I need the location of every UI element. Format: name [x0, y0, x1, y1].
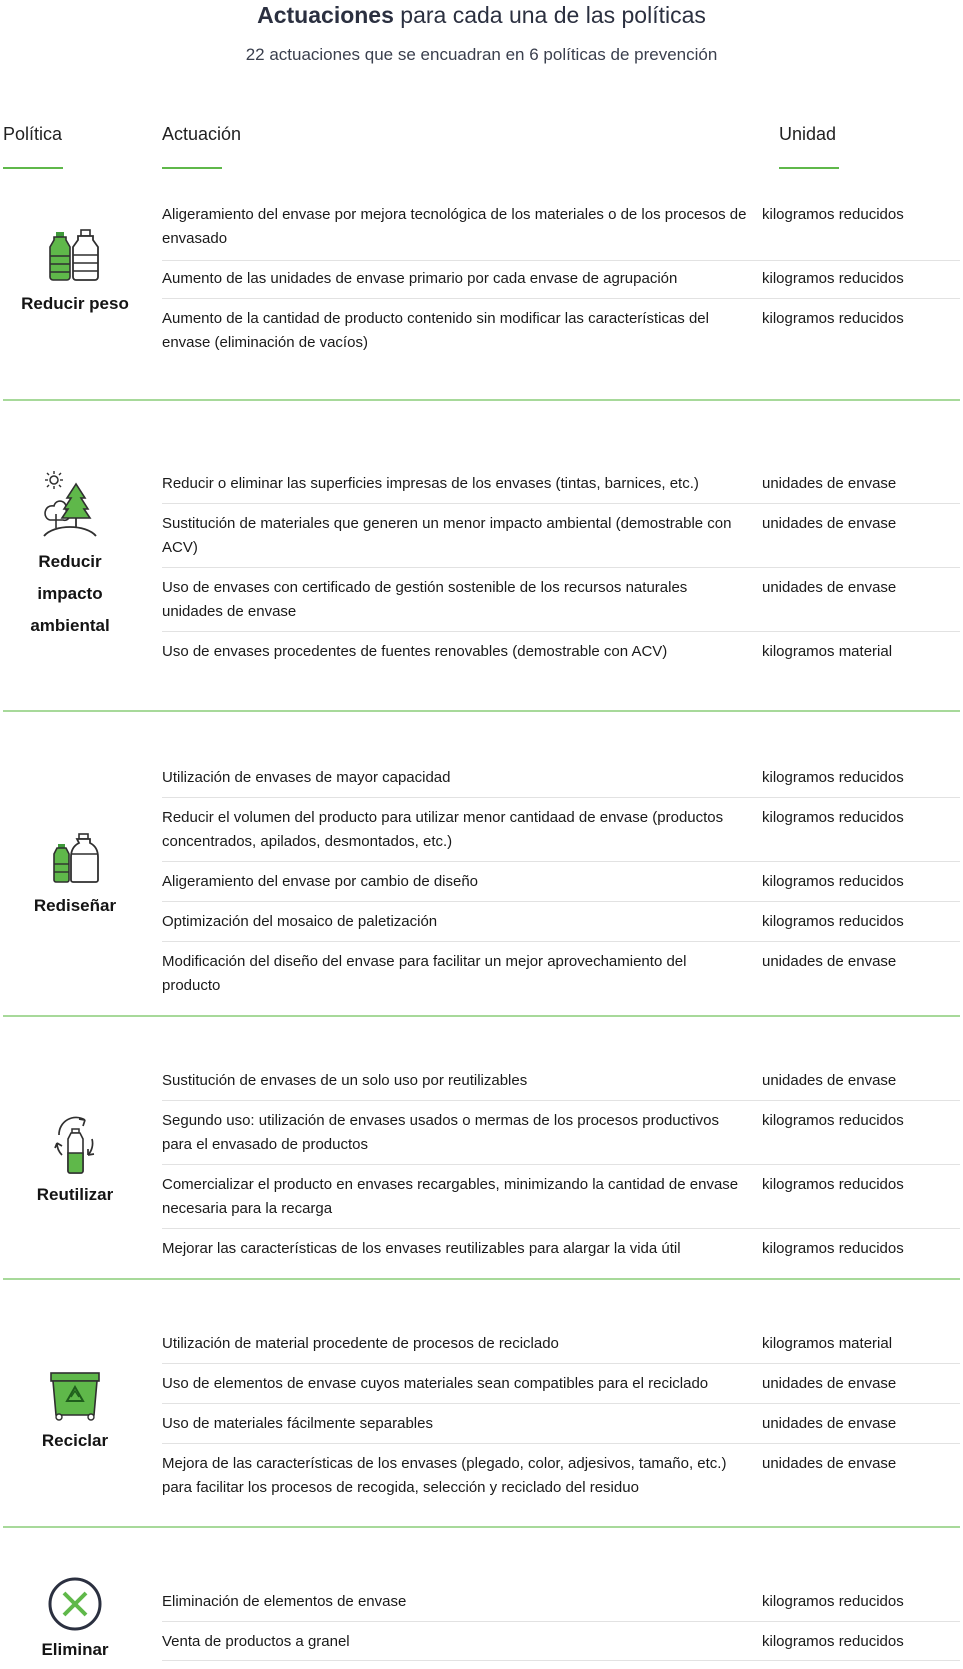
action-unit: unidades de envase: [762, 953, 897, 970]
tree-sun-icon: [43, 471, 97, 537]
table-row: Reducir el volumen del producto para uti…: [162, 806, 960, 862]
table-row: Eliminación de elementos de envase kilog…: [162, 1590, 960, 1622]
table-row: Comercializar el producto en envases rec…: [162, 1173, 960, 1229]
table-row: Aumento de la cantidad de producto conte…: [162, 307, 960, 363]
section-divider: [3, 399, 960, 401]
action-unit: unidades de envase: [762, 1455, 897, 1472]
action-text: Eliminación de elementos de envase: [162, 1593, 407, 1610]
policy-reducir-impacto-ambiental: Reducir impacto ambiental: [20, 470, 120, 642]
table-row: Utilización de material procedente de pr…: [162, 1332, 960, 1364]
action-unit: unidades de envase: [762, 1375, 897, 1392]
column-header-underline: [162, 167, 222, 169]
page-title: Actuaciones para cada una de las polític…: [257, 2, 706, 28]
action-text: Utilización de envases de mayor capacida…: [162, 769, 451, 786]
action-text: Uso de materiales fácilmente separables: [162, 1415, 433, 1432]
table-row: Optimización del mosaico de paletización…: [162, 910, 960, 942]
table-row: Reducir o eliminar las superficies impre…: [162, 472, 960, 504]
table-row: Mejora de las características de los env…: [162, 1452, 960, 1508]
action-unit: kilogramos material: [762, 643, 893, 660]
action-unit: kilogramos reducidos: [762, 1176, 904, 1193]
page-subtitle: 22 actuaciones que se encuadran en 6 pol…: [245, 45, 718, 64]
action-text: Uso de envases con certificado de gestió…: [162, 579, 688, 620]
action-text: Optimización del mosaico de paletización: [162, 913, 438, 930]
recycle-bin-icon: [50, 1372, 100, 1421]
action-text: Aumento de la cantidad de producto conte…: [162, 310, 709, 351]
action-unit: kilogramos reducidos: [762, 1593, 904, 1610]
table-row: Sustitución de envases de un solo uso po…: [162, 1069, 960, 1101]
policy-name: Reducir impacto ambiental: [30, 552, 110, 635]
column-header-policy: Política: [3, 124, 63, 144]
action-unit: kilogramos reducidos: [762, 1633, 904, 1650]
action-text: Reducir o eliminar las superficies impre…: [162, 475, 699, 492]
table-row: Uso de envases procedentes de fuentes re…: [162, 640, 960, 672]
action-unit: unidades de envase: [762, 515, 897, 532]
table-row: Venta de productos a granel kilogramos r…: [162, 1630, 960, 1661]
policy-reutilizar: Reutilizar: [0, 1113, 150, 1211]
table-row: Uso de elementos de envase cuyos materia…: [162, 1372, 960, 1404]
table-row: Aligeramiento del envase por mejora tecn…: [162, 203, 960, 261]
action-unit: kilogramos reducidos: [762, 270, 904, 287]
table-row: Modificación del diseño del envase para …: [162, 950, 960, 1006]
reuse-bottle-icon: [54, 1116, 95, 1174]
policy-name: Eliminar: [41, 1640, 109, 1659]
action-text: Sustitución de envases de un solo uso po…: [162, 1072, 528, 1089]
action-text: Aligeramiento del envase por cambio de d…: [162, 873, 479, 890]
policy-redisenar: Rediseñar: [0, 832, 150, 922]
column-header-action: Actuación: [162, 124, 242, 144]
action-text: Uso de elementos de envase cuyos materia…: [162, 1375, 709, 1392]
action-text: Aumento de las unidades de envase primar…: [162, 270, 678, 287]
bottles-icon: [49, 229, 99, 281]
action-unit: kilogramos reducidos: [762, 310, 904, 327]
table-row: Uso de envases con certificado de gestió…: [162, 576, 960, 632]
action-text: Sustitución de materiales que generen un…: [162, 515, 732, 556]
section-divider: [3, 1278, 960, 1280]
action-unit: kilogramos material: [762, 1335, 893, 1352]
column-header-underline: [3, 167, 63, 169]
table-row: Uso de materiales fácilmente separables …: [162, 1412, 960, 1444]
action-unit: kilogramos reducidos: [762, 913, 904, 930]
action-text: Segundo uso: utilización de envases usad…: [162, 1112, 719, 1153]
column-header-underline: [779, 167, 839, 169]
policy-eliminar: Eliminar: [0, 1576, 150, 1666]
column-header-unit: Unidad: [779, 124, 837, 144]
table-row: Sustitución de materiales que generen un…: [162, 512, 960, 568]
action-unit: unidades de envase: [762, 579, 897, 596]
table-row: Aligeramiento del envase por cambio de d…: [162, 870, 960, 902]
eliminate-x-icon: [48, 1577, 102, 1631]
action-text: Uso de envases procedentes de fuentes re…: [162, 643, 668, 660]
policy-name: Reducir peso: [21, 294, 129, 313]
table-row: Mejorar las características de los envas…: [162, 1237, 960, 1269]
policy-reciclar: Reciclar: [0, 1369, 150, 1457]
section-divider: [3, 1526, 960, 1528]
policy-name: Reutilizar: [36, 1185, 114, 1204]
table-row: Aumento de las unidades de envase primar…: [162, 267, 960, 299]
action-unit: kilogramos reducidos: [762, 1240, 904, 1257]
action-text: Venta de productos a granel: [162, 1633, 350, 1650]
action-text: Utilización de material procedente de pr…: [162, 1335, 559, 1352]
policy-name: Rediseñar: [33, 896, 117, 915]
action-unit: unidades de envase: [762, 1415, 897, 1432]
redesign-bottles-icon: [53, 833, 99, 883]
action-text: Reducir el volumen del producto para uti…: [162, 809, 724, 850]
action-unit: kilogramos reducidos: [762, 873, 904, 890]
action-unit: unidades de envase: [762, 475, 897, 492]
action-text: Mejorar las características de los envas…: [162, 1240, 681, 1257]
policy-reducir-peso: Reducir peso: [0, 228, 150, 320]
section-divider: [3, 1015, 960, 1017]
action-unit: kilogramos reducidos: [762, 769, 904, 786]
action-unit: kilogramos reducidos: [762, 809, 904, 826]
action-text: Comercializar el producto en envases rec…: [162, 1176, 739, 1217]
section-divider: [3, 710, 960, 712]
action-text: Modificación del diseño del envase para …: [162, 953, 687, 994]
action-unit: kilogramos reducidos: [762, 206, 904, 223]
action-text: Mejora de las características de los env…: [162, 1455, 727, 1496]
table-row: Utilización de envases de mayor capacida…: [162, 766, 960, 798]
policy-name: Reciclar: [41, 1431, 109, 1450]
action-unit: kilogramos reducidos: [762, 1112, 904, 1129]
table-row: Segundo uso: utilización de envases usad…: [162, 1109, 960, 1165]
action-text: Aligeramiento del envase por mejora tecn…: [162, 206, 747, 247]
action-unit: unidades de envase: [762, 1072, 897, 1089]
